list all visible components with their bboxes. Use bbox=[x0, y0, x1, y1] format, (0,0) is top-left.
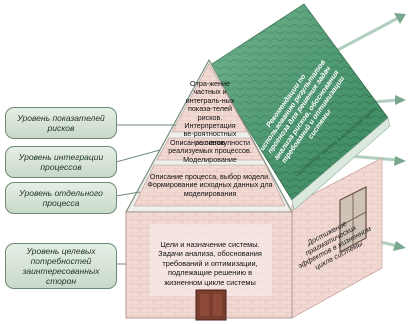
label-single-process-level: Уровень отдельного процесса bbox=[5, 182, 117, 214]
door bbox=[195, 289, 227, 321]
gable-integration-text: Описание совокупности реализуемых процес… bbox=[168, 138, 252, 164]
gable-level-integration bbox=[156, 137, 264, 161]
gable-level-top bbox=[171, 63, 249, 133]
label-risk-level: Уровень показателей рисков bbox=[5, 107, 117, 139]
gable-top-text: Отра-жение частных и интеграль-ных показ… bbox=[183, 79, 237, 147]
label-integration-level: Уровень интеграции процессов bbox=[5, 146, 117, 178]
label-stakeholders-level: Уровень целевых потребностей заинтересов… bbox=[5, 243, 117, 289]
gable-level-process bbox=[133, 164, 286, 207]
label-connectors bbox=[115, 124, 176, 265]
gable-process-text: Описание процесса, выбор модели. Формиро… bbox=[147, 172, 273, 198]
arrow-heads bbox=[393, 13, 406, 251]
eave-band bbox=[291, 117, 391, 211]
foundation-text: Цели и назначение системы. Задачи анализ… bbox=[158, 240, 262, 287]
side-window bbox=[339, 186, 367, 254]
